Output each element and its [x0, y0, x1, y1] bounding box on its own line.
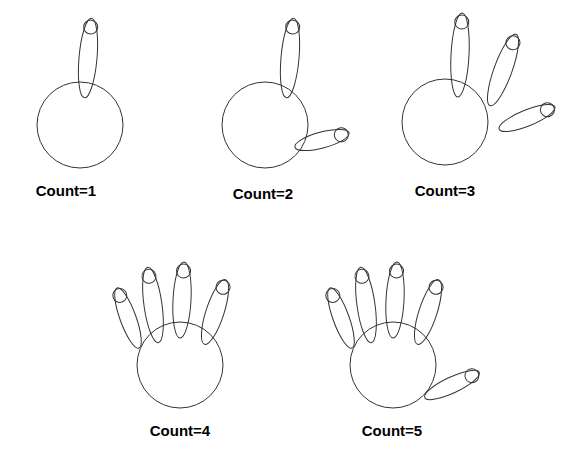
count-label: Count=3: [415, 182, 475, 199]
count-label: Count=4: [150, 422, 210, 439]
hand-four: [110, 262, 235, 408]
count-label: Count=1: [36, 182, 96, 199]
hand-three: [402, 13, 558, 165]
hand-one: [37, 17, 123, 168]
count-label: Count=2: [233, 185, 293, 202]
count-label: Count=5: [362, 422, 422, 439]
hand-five: [323, 262, 483, 408]
hand-two: [222, 17, 351, 168]
